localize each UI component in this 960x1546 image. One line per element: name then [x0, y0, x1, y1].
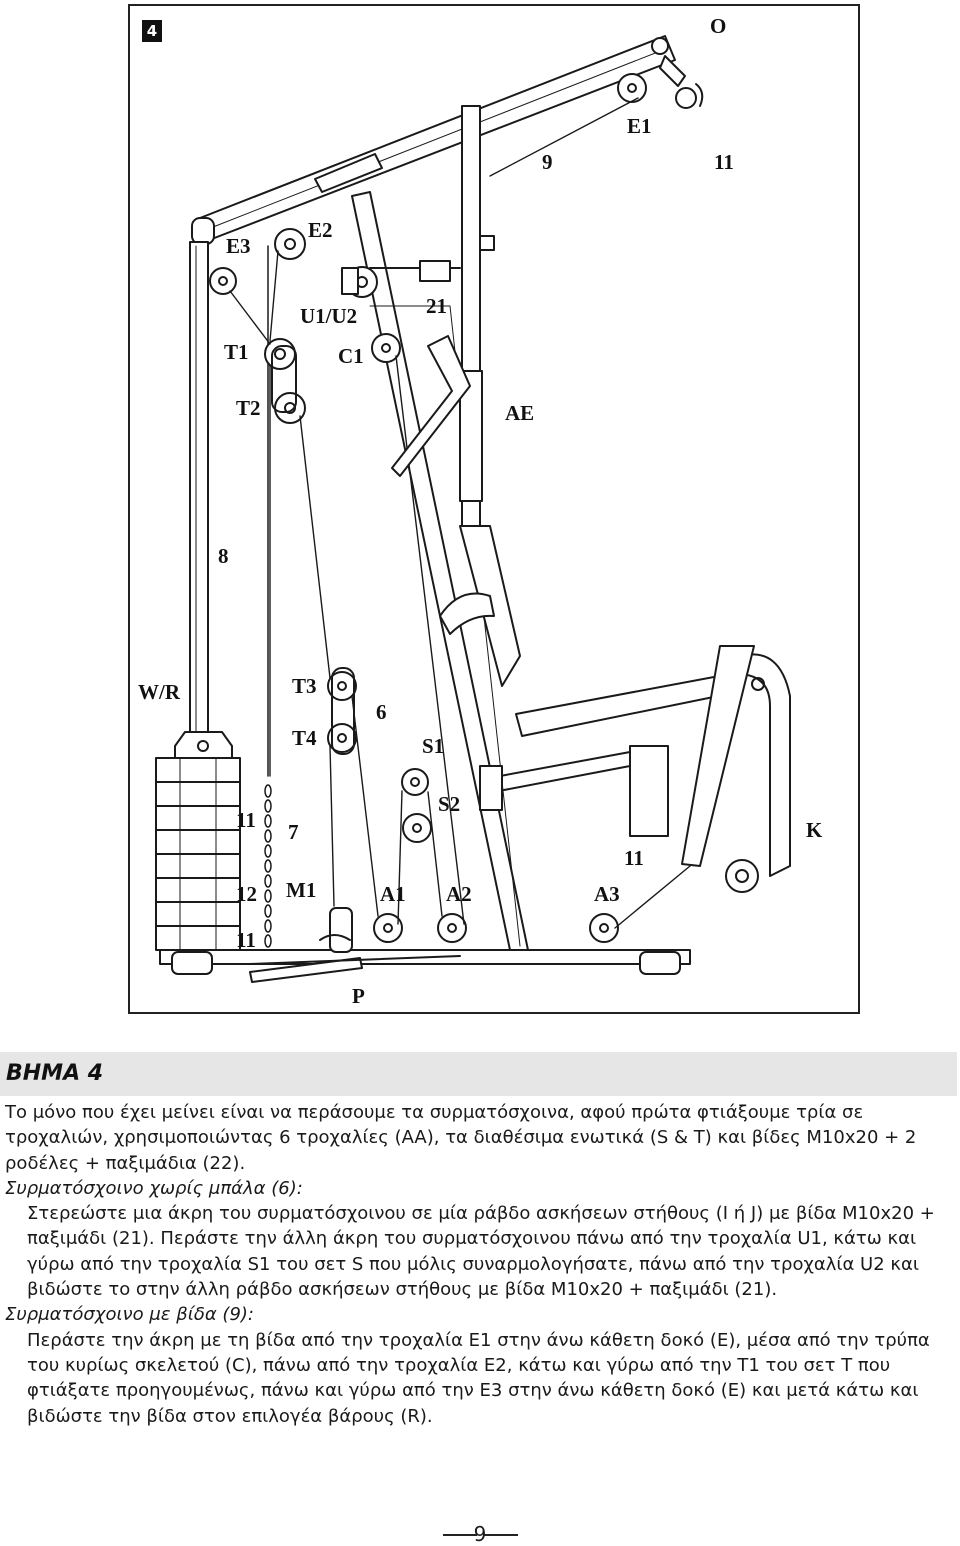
assembly-figure: 4 [128, 4, 860, 1014]
label-t2: T2 [236, 396, 261, 420]
pulley-a2 [437, 913, 467, 943]
top-pulley-e1 [617, 37, 704, 109]
label-6: 6 [376, 700, 387, 724]
label-11-left-top: 11 [236, 808, 256, 832]
label-m1: M1 [286, 878, 317, 902]
label-11-left-bottom: 11 [236, 928, 256, 952]
pulley-e3 [209, 267, 237, 295]
chain [264, 245, 272, 948]
bracket-t [271, 345, 297, 413]
pulley-e2 [274, 228, 306, 260]
gym-diagram [155, 35, 791, 983]
pulley-s2 [402, 813, 432, 843]
label-21: 21 [426, 294, 447, 318]
page-number: 9 [473, 1522, 487, 1546]
cable-screw-title: Συρματόσχοινο με βίδα (9): [5, 1304, 254, 1326]
press-arm [391, 335, 521, 687]
step-heading: ΒΗΜΑ 4 [0, 1052, 957, 1096]
label-a2: A2 [446, 882, 472, 906]
weight-stack [155, 731, 241, 951]
seat [479, 673, 740, 837]
label-a1: A1 [380, 882, 406, 906]
leg-extension [681, 645, 791, 893]
label-u1u2: U1/U2 [300, 304, 358, 328]
label-12: 12 [236, 882, 257, 906]
label-t4: T4 [292, 726, 317, 750]
page-number-dash-right [484, 1534, 518, 1536]
page-number-dash-left [443, 1534, 477, 1536]
pulley-a3 [589, 913, 619, 943]
label-t3: T3 [292, 674, 317, 698]
pulley-t3 [327, 671, 357, 701]
base-frame [159, 949, 691, 983]
label-e1: E1 [627, 114, 652, 138]
label-7: 7 [288, 820, 299, 844]
step-badge: 4 [142, 20, 162, 42]
weight-guide-post [189, 241, 209, 743]
label-e2: E2 [308, 218, 333, 242]
label-a3: A3 [594, 882, 620, 906]
label-11-top: 11 [714, 150, 734, 174]
label-11-right: 11 [624, 846, 644, 870]
label-e3: E3 [226, 234, 251, 258]
label-t1: T1 [224, 340, 249, 364]
pulley-u1u2 [341, 266, 378, 298]
main-column [351, 191, 529, 951]
cable-no-ball-paragraph: Στερεώστε μια άκρη του συρματόσχοινου σε… [27, 1203, 935, 1301]
pulley-c1 [371, 333, 401, 363]
label-8: 8 [218, 544, 229, 568]
intro-paragraph: Το μόνο που έχει μείνει είναι να περάσου… [5, 1102, 917, 1174]
handle-p [319, 907, 353, 953]
label-9: 9 [542, 150, 553, 174]
label-wr: W/R [138, 680, 180, 704]
label-o: O [710, 14, 727, 38]
label-ae: AE [505, 401, 535, 425]
label-s2: S2 [438, 792, 461, 816]
label-c1: C1 [338, 344, 364, 368]
upper-vertical-beam [369, 105, 495, 527]
label-p: P [352, 984, 365, 1008]
instructions-text: Το μόνο που έχει μείνει είναι να περάσου… [5, 1100, 955, 1429]
label-s1: S1 [422, 734, 445, 758]
cables [229, 97, 691, 929]
pulley-t4 [327, 723, 357, 753]
cable-no-ball-title: Συρματόσχοινο χωρίς μπάλα (6): [5, 1177, 303, 1199]
pulley-a1 [373, 913, 403, 943]
label-k: K [806, 818, 823, 842]
top-arm [191, 35, 676, 245]
pulley-s1 [401, 768, 429, 796]
cable-screw-paragraph: Περάστε την άκρη με τη βίδα από την τροχ… [27, 1329, 930, 1427]
